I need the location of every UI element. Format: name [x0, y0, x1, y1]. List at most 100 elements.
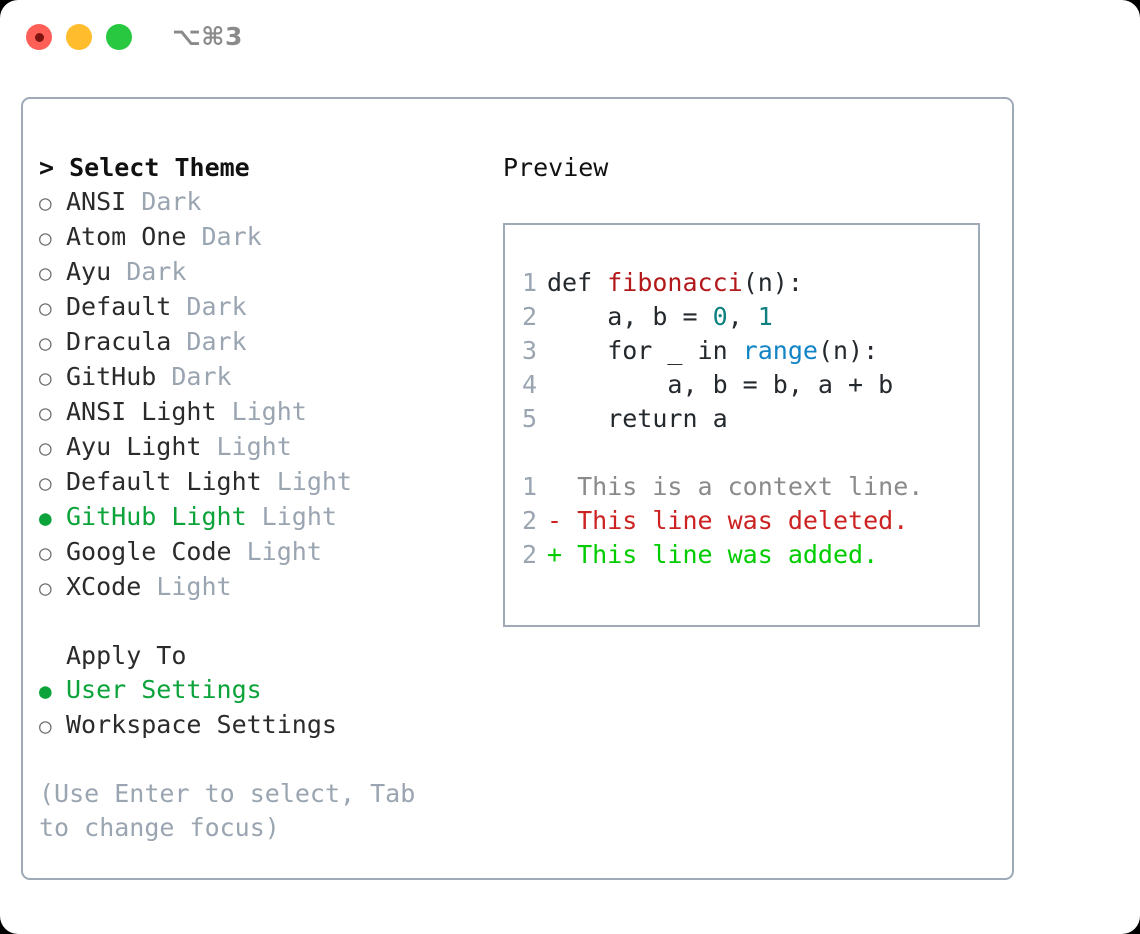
radio-selected-icon: ●: [39, 506, 52, 530]
radio-selected-icon: ●: [39, 679, 52, 703]
code-token-plain: (n):: [817, 336, 879, 365]
code-line: 2 a, b = 0, 1: [505, 300, 978, 334]
theme-option-atom-one[interactable]: ○Atom One Dark: [39, 220, 499, 255]
code-token-num: 1: [757, 302, 773, 331]
diff-line-text: + This line was added.: [547, 538, 878, 572]
theme-variant-tag: Dark: [111, 257, 187, 286]
theme-variant-tag: Light: [246, 502, 337, 531]
diff-sample: 1 This is a context line.2- This line wa…: [505, 470, 978, 572]
apply-to-option-user-settings[interactable]: ●User Settings: [39, 673, 499, 708]
theme-option-label: Default: [66, 292, 172, 321]
theme-option-label: XCode: [66, 572, 142, 601]
radio-unselected-icon: ○: [39, 471, 52, 495]
diff-sign: [547, 472, 562, 501]
line-number: 2: [521, 506, 537, 535]
theme-dialog: > Select Theme ○ANSI Dark○Atom One Dark○…: [21, 97, 1014, 880]
code-token-call: range: [742, 336, 818, 365]
theme-option-default-light[interactable]: ○ Default Light Light: [39, 465, 499, 500]
theme-selector-column: > Select Theme ○ANSI Dark○Atom One Dark○…: [39, 151, 499, 845]
theme-variant-tag: Light: [141, 572, 232, 601]
theme-option-list[interactable]: ○ ANSI Dark ○ Atom One Dark ○ Ayu Dark ○ Defaul…: [39, 185, 499, 605]
code-line-text: a, b = b, a + b: [547, 368, 893, 402]
radio-unselected-icon: ○: [39, 296, 52, 320]
theme-option-ansi-light[interactable]: ○ ANSI Light Light: [39, 395, 499, 430]
apply-to-option-list[interactable]: ●User Settings○Workspace Settings: [39, 673, 499, 743]
theme-option-default[interactable]: ○ Default Dark: [39, 290, 499, 325]
code-token-plain: a, b = b, a + b: [547, 370, 894, 399]
code-token-plain: ,: [727, 302, 758, 331]
code-line: 3 for _ in range(n):: [505, 334, 978, 368]
theme-variant-tag: Dark: [156, 362, 232, 391]
theme-option-label: ANSI Light: [66, 397, 217, 426]
line-number: 1: [521, 472, 537, 501]
line-number: 1: [521, 268, 537, 297]
theme-variant-tag: Dark: [126, 187, 202, 216]
keyboard-hint-text: (Use Enter to select, Tab to change focu…: [39, 779, 416, 842]
diff-text: This is a context line.: [562, 472, 924, 501]
theme-option-label: ANSI: [66, 187, 127, 216]
apply-to-header: Apply To: [39, 639, 499, 673]
radio-unselected-icon: ○: [39, 191, 52, 215]
theme-option-label: GitHub: [66, 362, 157, 391]
diff-line-text: - This line was deleted.: [547, 504, 908, 538]
theme-option-label: Atom One: [66, 222, 187, 251]
diff-line-add: 2 + This line was added.: [505, 538, 978, 572]
diff-text: This line was added.: [562, 540, 879, 569]
keyboard-shortcut-label: ⌥⌘3: [172, 22, 243, 51]
theme-option-label: Dracula: [66, 327, 172, 356]
theme-option-label: Ayu Light: [66, 432, 202, 461]
theme-variant-tag: Light: [216, 397, 307, 426]
close-window-button[interactable]: [26, 24, 52, 50]
code-line-text: for _ in range(n):: [547, 334, 878, 368]
diff-line-del: 2- This line was deleted.: [505, 504, 978, 538]
line-number: 5: [521, 404, 537, 433]
code-line: 5 return a: [505, 402, 978, 436]
theme-variant-tag: Light: [231, 537, 322, 566]
radio-unselected-icon: ○: [39, 331, 52, 355]
code-token-plain: return a: [547, 404, 728, 433]
zoom-window-button[interactable]: [106, 24, 132, 50]
theme-variant-tag: Dark: [171, 292, 247, 321]
theme-option-github-light[interactable]: ●GitHub Light Light: [39, 500, 499, 535]
radio-unselected-icon: ○: [39, 401, 52, 425]
code-token-plain: (n):: [742, 268, 803, 297]
radio-unselected-icon: ○: [39, 261, 52, 285]
theme-variant-tag: Light: [201, 432, 292, 461]
theme-option-ayu-light[interactable]: ○ Ayu Light Light: [39, 430, 499, 465]
theme-option-label: Default Light: [66, 467, 262, 496]
theme-option-dracula[interactable]: ○ Dracula Dark: [39, 325, 499, 360]
code-token-plain: a, b =: [547, 302, 713, 331]
radio-unselected-icon: ○: [39, 436, 52, 460]
radio-unselected-icon: ○: [39, 714, 52, 738]
code-line-text: return a: [547, 402, 728, 436]
theme-variant-tag: Dark: [171, 327, 247, 356]
diff-sign: +: [547, 540, 563, 569]
code-line: 4 a, b = b, a + b: [505, 368, 978, 402]
radio-unselected-icon: ○: [39, 366, 52, 390]
theme-option-label: Ayu: [66, 257, 112, 286]
theme-option-ayu[interactable]: ○ Ayu Dark: [39, 255, 499, 290]
theme-variant-tag: Light: [261, 467, 352, 496]
apply-to-option-workspace-settings[interactable]: ○Workspace Settings: [39, 708, 499, 743]
code-line-text: a, b = 0, 1: [547, 300, 773, 334]
diff-spacer: [505, 436, 978, 470]
line-number: 2: [521, 540, 537, 569]
diff-text: This line was deleted.: [562, 506, 909, 535]
theme-option-xcode[interactable]: ○ XCode Light: [39, 570, 499, 605]
minimize-window-button[interactable]: [66, 24, 92, 50]
code-token-plain: def: [547, 268, 608, 297]
diff-line-text: This is a context line.: [547, 470, 923, 504]
select-theme-header: > Select Theme: [39, 153, 250, 182]
theme-option-github[interactable]: ○ GitHub Dark: [39, 360, 499, 395]
radio-unselected-icon: ○: [39, 576, 52, 600]
apply-to-header-label: Apply To: [66, 641, 187, 670]
theme-option-google-code[interactable]: ○Google Code Light: [39, 535, 499, 570]
diff-sign: -: [547, 506, 563, 535]
line-number: 4: [521, 370, 537, 399]
theme-option-ansi[interactable]: ○ ANSI Dark: [39, 185, 499, 220]
radio-unselected-icon: ○: [39, 226, 52, 250]
